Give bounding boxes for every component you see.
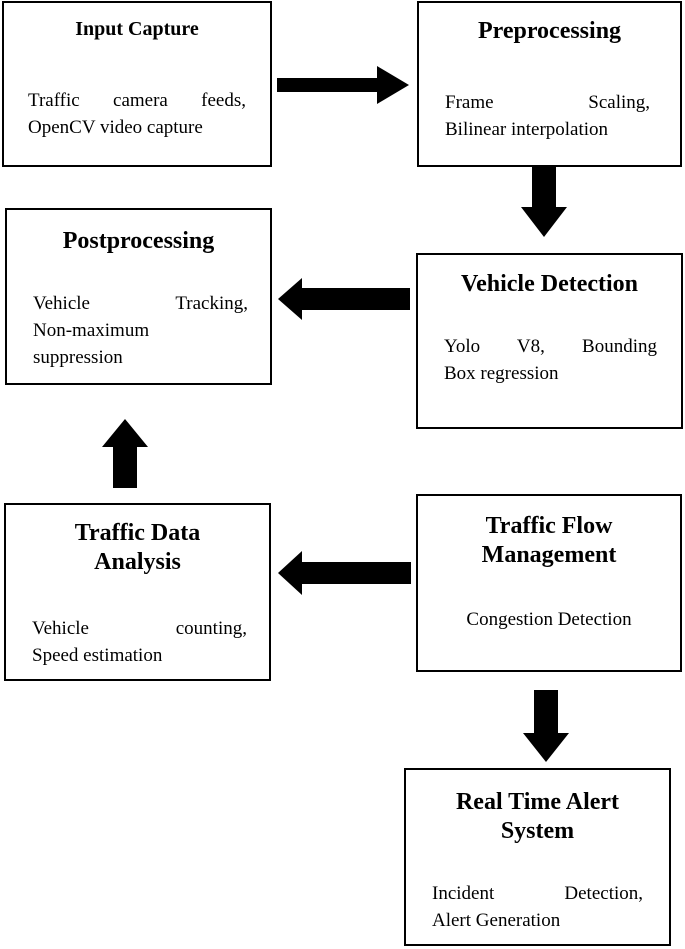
traffic-flow-management-box: Traffic Flow Management Congestion Detec… [416,494,682,672]
traffic-flow-management-text: Congestion Detection [418,606,680,633]
input-capture-box: Input Capture Traffic camera feeds, Open… [2,1,272,167]
arrow-down-icon [521,167,567,237]
traffic-flow-management-title-line: Management [481,541,617,568]
traffic-data-analysis-text: Vehicle counting, Speed estimation [32,615,247,669]
traffic-flow-management-title: Traffic Flow Management [418,512,680,570]
postprocessing-title-line: Postprocessing [62,228,215,254]
arrow-left-icon [278,278,410,320]
preprocessing-text: Frame Scaling, Bilinear interpolation [445,89,650,143]
arrow-right-icon [277,66,409,104]
postprocessing-text-line: suppression [33,347,123,368]
vehicle-detection-box: Vehicle Detection Yolo V8, Bounding Box … [416,253,683,429]
vehicle-detection-text-line: Yolo V8, Bounding [444,336,657,357]
traffic-data-analysis-title: Traffic Data Analysis [6,519,269,577]
preprocessing-text-line: Frame Scaling, [445,92,650,113]
traffic-data-analysis-title-line: Analysis [94,548,181,575]
vehicle-detection-text: Yolo V8, Bounding Box regression [444,333,657,387]
preprocessing-box: Preprocessing Frame Scaling, Bilinear in… [417,1,682,167]
traffic-data-analysis-box: Traffic Data Analysis Vehicle counting, … [4,503,271,681]
arrow-left-icon [278,551,411,595]
input-capture-title: Input Capture [4,17,270,41]
arrow-up-icon [102,419,148,488]
traffic-data-analysis-title-line: Traffic Data [74,520,201,546]
vehicle-detection-text-line: Box regression [444,363,559,384]
real-time-alert-system-title-line: Real Time Alert [455,789,620,815]
real-time-alert-system-title: Real Time Alert System [406,788,669,846]
postprocessing-box: Postprocessing Vehicle Tracking, Non-max… [5,208,272,385]
postprocessing-text: Vehicle Tracking, Non-maximum suppressio… [33,290,248,371]
input-capture-text-line: Traffic camera feeds, [28,90,246,111]
traffic-flow-management-text-line: Congestion Detection [466,609,632,630]
real-time-alert-system-text-line: Incident Detection, [432,883,643,904]
traffic-flow-management-title-line: Traffic Flow [485,513,613,539]
vehicle-detection-title-line: Vehicle Detection [460,271,639,297]
vehicle-detection-title: Vehicle Detection [418,270,681,299]
input-capture-title-line: Input Capture [75,18,199,40]
input-capture-text-line: OpenCV video capture [28,117,203,138]
postprocessing-title: Postprocessing [7,227,270,256]
real-time-alert-system-title-line: System [500,817,575,844]
traffic-data-analysis-text-line: Vehicle counting, [32,618,247,639]
preprocessing-title: Preprocessing [419,17,680,46]
real-time-alert-system-box: Real Time Alert System Incident Detectio… [404,768,671,946]
input-capture-text: Traffic camera feeds, OpenCV video captu… [28,87,246,141]
postprocessing-text-line: Vehicle Tracking, [33,293,248,314]
traffic-data-analysis-text-line: Speed estimation [32,645,163,666]
arrow-down-icon [523,690,569,762]
preprocessing-title-line: Preprocessing [477,18,622,44]
preprocessing-text-line: Bilinear interpolation [445,119,609,140]
postprocessing-text-line: Non-maximum [33,320,150,341]
real-time-alert-system-text-line: Alert Generation [432,910,561,931]
real-time-alert-system-text: Incident Detection, Alert Generation [432,880,643,934]
